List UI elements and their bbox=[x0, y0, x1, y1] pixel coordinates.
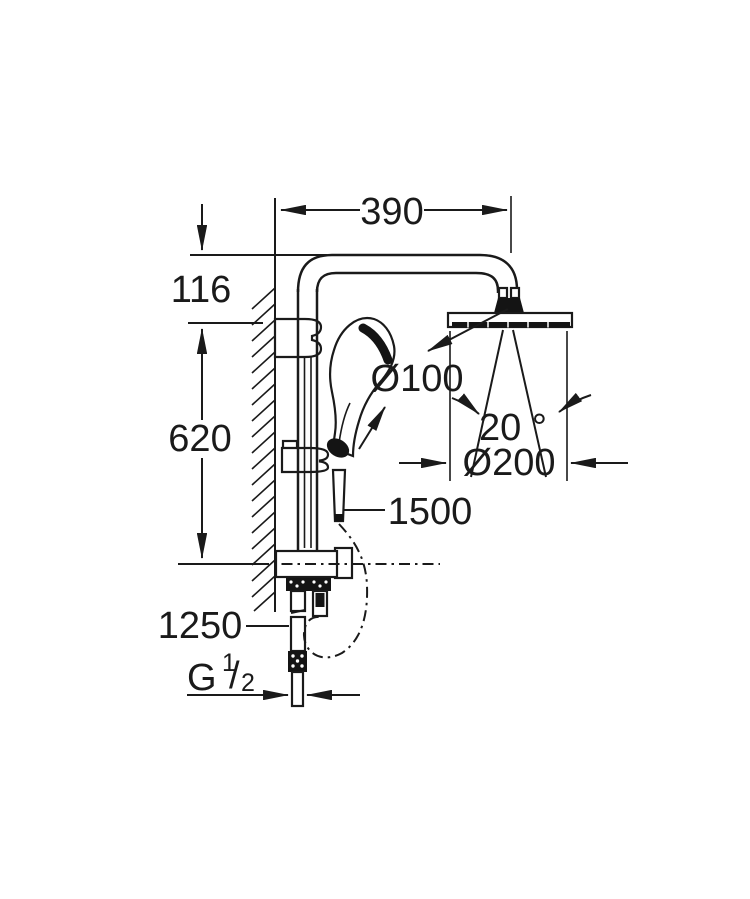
dim-headshower-diameter: Ø200 bbox=[399, 331, 628, 484]
thread-slash-label: / bbox=[229, 655, 240, 697]
dim-spray-angle: 20 ° bbox=[451, 392, 592, 449]
dim-arm-offset-label: 116 bbox=[171, 269, 232, 311]
shower-rail bbox=[296, 289, 319, 552]
dim-rail-length: 620 bbox=[168, 327, 232, 560]
hand-shower-handle-grip bbox=[326, 438, 350, 458]
head-shower-connector bbox=[494, 298, 524, 313]
thread-size-label: G bbox=[187, 657, 217, 699]
dim-handshower-diameter-label: Ø100 bbox=[371, 358, 464, 400]
dim-arm-offset: 116 bbox=[171, 204, 327, 324]
dim-arm-width-label: 390 bbox=[360, 191, 423, 233]
shower-arm bbox=[296, 253, 521, 300]
hand-shower-spray-face bbox=[358, 323, 393, 365]
supply-connections bbox=[286, 578, 331, 708]
shower-hose-loop bbox=[302, 523, 369, 659]
dim-hose-length: 1500 bbox=[343, 491, 472, 533]
dim-arm-width: 390 bbox=[279, 191, 512, 253]
head-shower bbox=[446, 298, 574, 329]
hose-end-fitting bbox=[334, 514, 343, 521]
dim-supply-height-label: 1250 bbox=[158, 605, 243, 647]
dim-hose-length-label: 1500 bbox=[388, 491, 473, 533]
hose-upper-section bbox=[331, 468, 347, 523]
thread-numerator-label: 1 bbox=[222, 649, 236, 677]
dim-thread-size: G 1 / 2 bbox=[187, 649, 360, 701]
head-shower-spray-face bbox=[452, 322, 570, 328]
dim-supply-height: 1250 bbox=[158, 605, 289, 647]
dim-spray-angle-label: 20 ° bbox=[479, 407, 547, 449]
supply-pipe bbox=[288, 589, 307, 708]
wall-hatching bbox=[251, 287, 276, 612]
dim-headshower-diameter-label: Ø200 bbox=[463, 442, 556, 484]
dim-handshower-diameter: Ø100 bbox=[358, 308, 509, 450]
spray-cone bbox=[470, 329, 547, 478]
thread-denominator-label: 2 bbox=[241, 669, 255, 697]
dim-rail-length-label: 620 bbox=[168, 418, 231, 460]
wall-section bbox=[251, 198, 276, 612]
